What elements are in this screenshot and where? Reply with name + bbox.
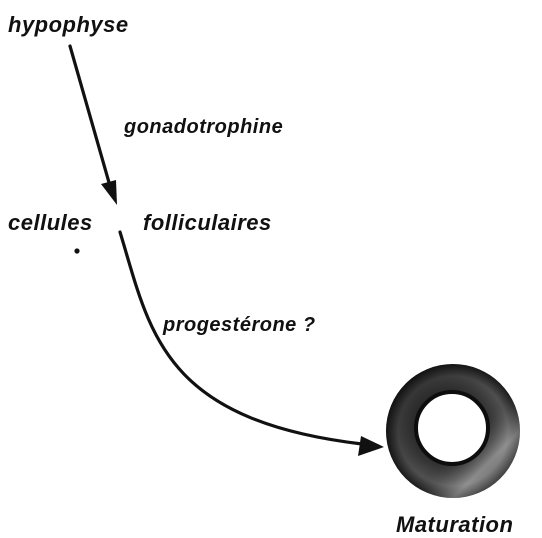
- edge-progesterone-label: progestérone ?: [163, 314, 316, 337]
- arrow-curve: [120, 232, 362, 444]
- ring-inner-hole: [416, 392, 488, 464]
- arrow-head: [358, 436, 384, 456]
- arrow-shaft: [70, 46, 110, 186]
- arrow-head: [101, 180, 117, 205]
- dot-mark: [74, 248, 79, 253]
- node-maturation-label: Maturation: [396, 512, 513, 538]
- node-cellules-label: cellules: [8, 210, 93, 236]
- arrow-follicular-to-maturation: [120, 232, 384, 456]
- node-hypophyse-label: hypophyse: [8, 12, 129, 38]
- node-folliculaires-label: folliculaires: [143, 210, 272, 236]
- arrow-hypophyse-to-follicular: [70, 46, 117, 205]
- oocyte-ring-icon: [386, 364, 520, 498]
- edge-gonadotrophine-label: gonadotrophine: [124, 116, 283, 139]
